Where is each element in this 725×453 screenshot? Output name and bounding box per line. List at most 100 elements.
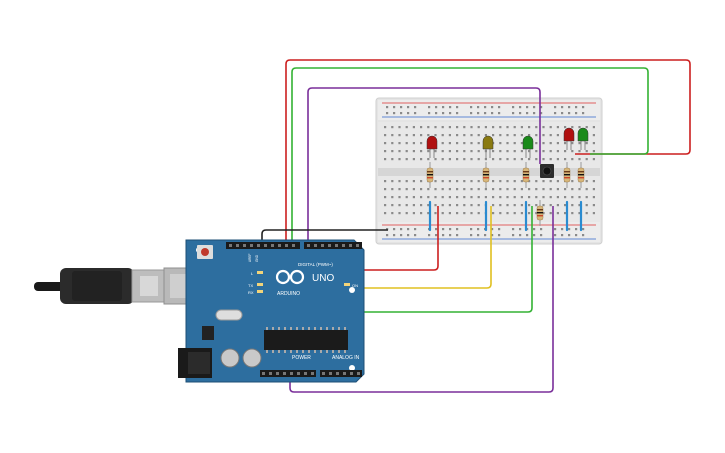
chip-pin [284, 350, 286, 353]
breadboard-hole [535, 142, 538, 145]
breadboard-hole [492, 188, 495, 191]
header-pin[interactable] [285, 244, 288, 247]
rail-hole [428, 106, 431, 109]
breadboard-hole [571, 142, 574, 145]
rail-hole [386, 112, 389, 115]
breadboard-hole [463, 134, 466, 137]
header-pin[interactable] [243, 244, 246, 247]
resistor[interactable] [577, 162, 585, 188]
chip-pin [320, 350, 322, 353]
breadboard-hole [542, 212, 545, 215]
rail-hole [582, 106, 585, 109]
wire-red-long[interactable] [285, 59, 691, 248]
header-pin[interactable] [322, 372, 325, 375]
usb-plug-metal [131, 269, 165, 303]
header-pin[interactable] [257, 244, 260, 247]
pushbutton[interactable] [540, 164, 554, 178]
header-pin[interactable] [269, 372, 272, 375]
breadboard-hole [542, 180, 545, 183]
header-pin[interactable] [336, 372, 339, 375]
chip-pin [338, 350, 340, 353]
breadboard-hole [463, 150, 466, 153]
breadboard-hole [520, 212, 523, 215]
header-pin[interactable] [304, 372, 307, 375]
arduino-uno[interactable]: ARDUINO UNO DIGITAL (PWM~) AREF GND L TX… [178, 239, 365, 383]
rail-hole [491, 228, 494, 231]
header-pin[interactable] [262, 372, 265, 375]
header-pin[interactable] [290, 372, 293, 375]
wire-purple-top[interactable] [307, 87, 541, 248]
header-pin[interactable] [276, 372, 279, 375]
header-pin[interactable] [321, 244, 324, 247]
breadboard-hole [513, 142, 516, 145]
breadboard-hole [506, 212, 509, 215]
rail-hole [561, 234, 564, 237]
breadboard-hole [492, 212, 495, 215]
header-pin[interactable] [343, 372, 346, 375]
yellow-led[interactable] [482, 135, 494, 158]
header-pin[interactable] [329, 372, 332, 375]
header-pin[interactable] [271, 244, 274, 247]
resistor[interactable] [563, 162, 571, 188]
breadboard-hole [520, 180, 523, 183]
breadboard-hole [405, 196, 408, 199]
rail-hole [526, 234, 529, 237]
header-pin[interactable] [236, 244, 239, 247]
usb-plug-metal-inner [140, 276, 158, 296]
breadboard-hole [578, 212, 581, 215]
green-led-1[interactable] [522, 135, 534, 158]
resistor[interactable] [426, 162, 434, 188]
resistor[interactable] [482, 162, 490, 188]
header-pin[interactable] [342, 244, 345, 247]
breadboard-hole [448, 188, 451, 191]
resistor[interactable] [522, 162, 530, 188]
header-pin[interactable] [264, 244, 267, 247]
rail-hole [554, 106, 557, 109]
label-rx: RX [248, 290, 254, 295]
breadboard-hole [556, 204, 559, 207]
wire-black-gnd[interactable] [261, 229, 388, 248]
led-on [344, 283, 350, 286]
header-pin[interactable] [335, 244, 338, 247]
breadboard-hole [506, 126, 509, 129]
header-pin[interactable] [283, 372, 286, 375]
header-pin[interactable] [357, 372, 360, 375]
header-pin[interactable] [311, 372, 314, 375]
wire-purple-button[interactable] [289, 206, 554, 393]
header-pin[interactable] [292, 244, 295, 247]
resistor-band [537, 215, 543, 217]
breadboard-hole [427, 134, 430, 137]
header-pin[interactable] [278, 244, 281, 247]
power-jack-inner [188, 352, 210, 374]
header-pin[interactable] [328, 244, 331, 247]
label-l: L [251, 271, 254, 276]
red-led-1[interactable] [426, 135, 438, 158]
breadboard-hole [520, 188, 523, 191]
breadboard-hole [585, 142, 588, 145]
breadboard-hole [477, 196, 480, 199]
header-pin[interactable] [356, 244, 359, 247]
breadboard-bottom-terminal [378, 176, 600, 222]
usb-cable[interactable] [34, 267, 199, 305]
breadboard-hole [484, 188, 487, 191]
header-pin[interactable] [349, 244, 352, 247]
header-pin[interactable] [229, 244, 232, 247]
header-pin[interactable] [297, 372, 300, 375]
breadboard-hole [441, 150, 444, 153]
breadboard-hole [513, 212, 516, 215]
header-pin[interactable] [307, 244, 310, 247]
resistor[interactable] [536, 200, 544, 226]
breadboard-hole [564, 204, 567, 207]
breadboard-hole [556, 158, 559, 161]
header-pin[interactable] [350, 372, 353, 375]
crystal-oscillator [215, 309, 243, 321]
rail-hole [442, 234, 445, 237]
red-led-2[interactable] [563, 127, 575, 150]
green-led-2[interactable] [577, 127, 589, 150]
wire-green-long[interactable] [291, 67, 649, 248]
breadboard-hole [405, 188, 408, 191]
breadboard-hole [384, 150, 387, 153]
header-pin[interactable] [314, 244, 317, 247]
header-pin[interactable] [250, 244, 253, 247]
